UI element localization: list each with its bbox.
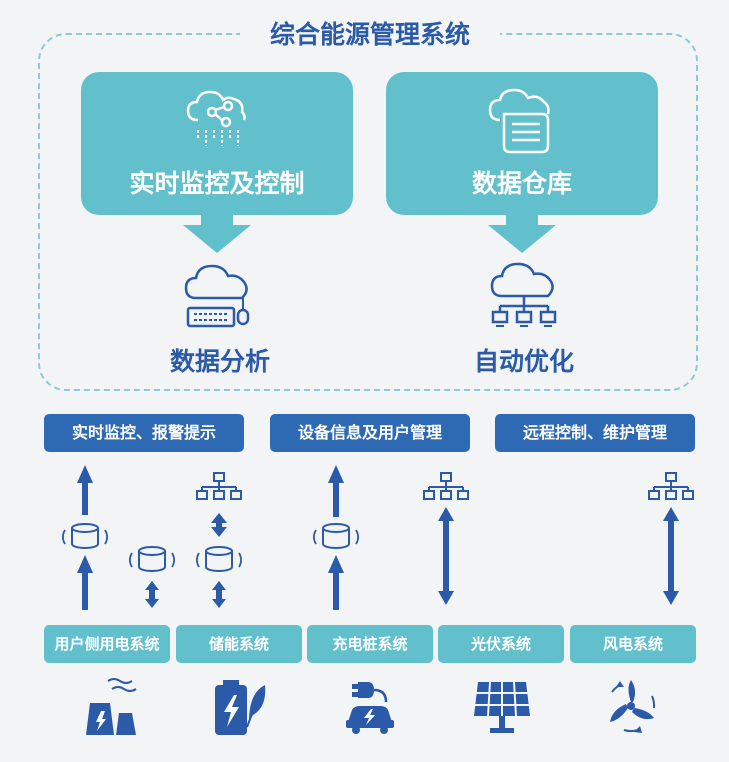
cloud-network-tree-icon <box>490 262 557 327</box>
subsystem-photovoltaic: 光伏系统 <box>438 625 564 663</box>
connection-arrows <box>61 465 694 610</box>
cloud-document-icon <box>488 88 550 154</box>
module-auto-optimize: 自动优化 <box>473 347 574 376</box>
diagram-title: 综合能源管理系统 <box>240 16 500 54</box>
module-realtime-monitoring: 实时监控及控制 <box>81 72 353 215</box>
module-label: 实时监控及控制 <box>129 169 305 198</box>
function-device-user-management: 设备信息及用户管理 <box>270 414 470 452</box>
subsystem-energy-storage: 储能系统 <box>176 625 302 663</box>
battery-leaf-icon <box>215 680 266 735</box>
function-monitor-alarm: 实时监控、报警提示 <box>44 414 244 452</box>
power-plant-icon <box>86 678 137 735</box>
wind-turbine-icon <box>610 680 656 733</box>
down-arrow <box>183 215 251 253</box>
down-arrow <box>488 215 556 253</box>
subsystem-wind-power: 风电系统 <box>570 625 696 663</box>
cloud-computer-icon <box>184 264 250 328</box>
ev-charging-car-icon <box>346 682 394 734</box>
subsystem-charging-pile: 充电桩系统 <box>307 625 433 663</box>
solar-panel-icon <box>474 681 530 733</box>
module-data-analysis: 数据分析 <box>169 347 270 376</box>
cloud-network-icon <box>186 90 246 146</box>
subsystem-user-side-power: 用户侧用电系统 <box>44 625 170 663</box>
module-data-warehouse: 数据仓库 <box>386 72 658 215</box>
function-remote-control-maintenance: 远程控制、维护管理 <box>495 414 695 452</box>
module-label: 数据仓库 <box>471 169 572 198</box>
